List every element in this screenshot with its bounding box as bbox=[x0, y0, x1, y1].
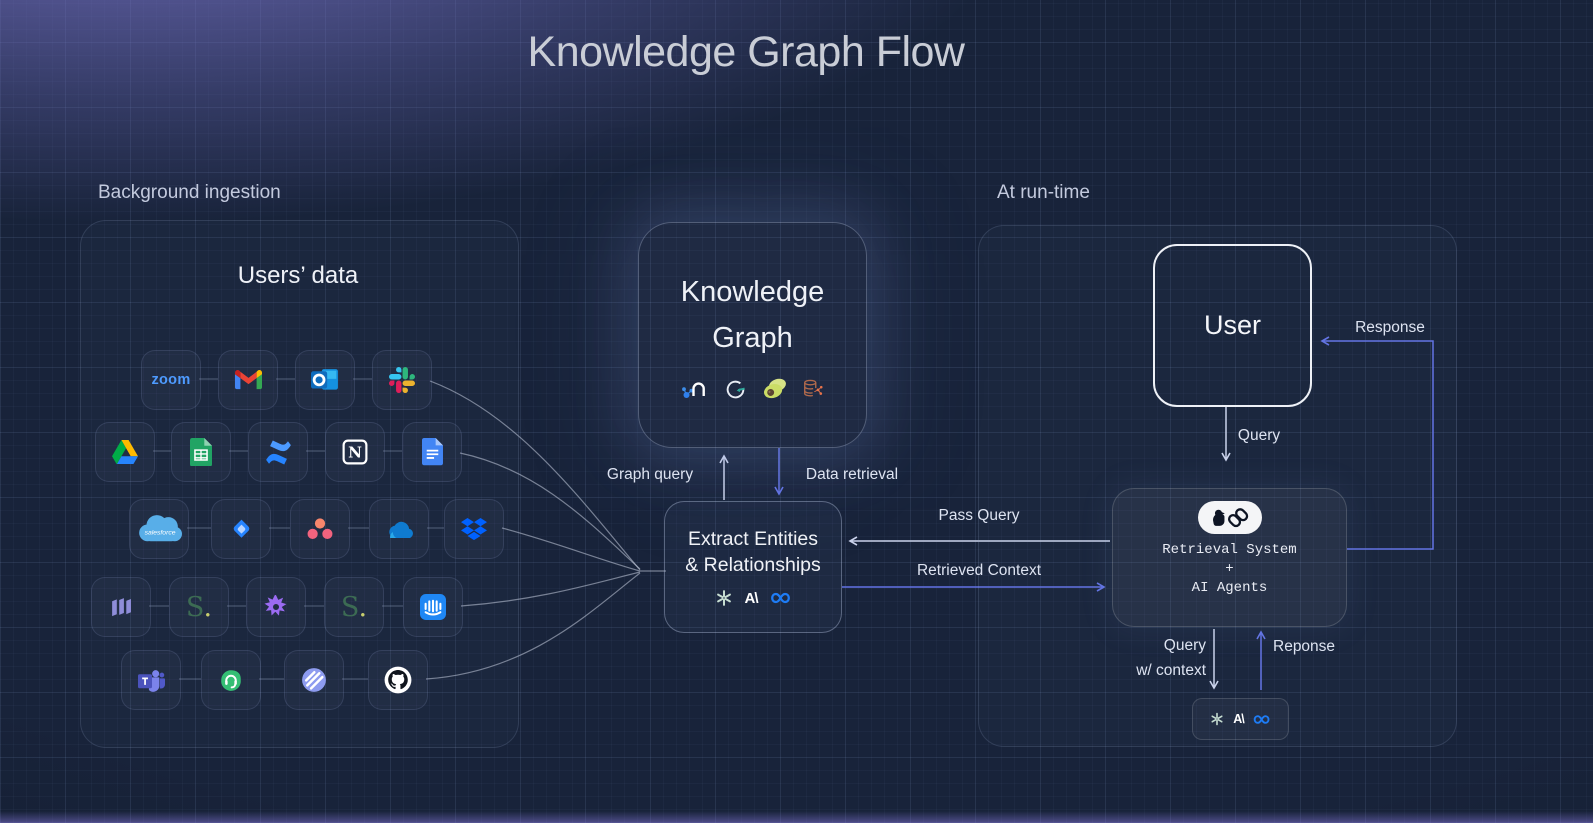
tile-gmail bbox=[218, 350, 278, 410]
ingestion-converge-curves bbox=[425, 380, 666, 680]
extract-model-icons: A\ bbox=[714, 588, 793, 608]
openai-icon bbox=[1211, 712, 1223, 726]
anthropic-icon: A\ bbox=[744, 589, 759, 607]
kg-title-line2: Graph bbox=[712, 322, 793, 354]
meta-icon bbox=[1253, 714, 1270, 724]
dropbox-icon bbox=[461, 517, 487, 540]
outlook-icon bbox=[311, 369, 338, 390]
openai-icon bbox=[716, 590, 731, 606]
starburst-icon bbox=[264, 594, 287, 616]
knowledge-graph-box: Knowledge Graph bbox=[638, 222, 867, 448]
tile-outlook bbox=[295, 350, 355, 410]
llm-models-box: A\ bbox=[1192, 698, 1289, 740]
tile-slack bbox=[372, 350, 432, 410]
kg-title-line1: Knowledge bbox=[680, 276, 825, 308]
tile-intercom bbox=[403, 577, 463, 637]
arangodb-avocado-icon bbox=[764, 379, 786, 399]
asana-icon bbox=[307, 518, 333, 540]
headset-support-icon bbox=[221, 670, 241, 691]
tile-salesforce: salesforce bbox=[129, 499, 189, 559]
tile-google-drive bbox=[95, 422, 155, 482]
query-label: Query bbox=[1237, 427, 1281, 444]
user-label: User bbox=[1203, 310, 1261, 340]
graph-query-label: Graph query bbox=[606, 466, 694, 483]
tile-confluence bbox=[248, 422, 308, 482]
tile-s-serif-app: S. bbox=[169, 577, 229, 637]
slack-icon bbox=[389, 367, 415, 393]
google-drive-icon bbox=[112, 440, 138, 464]
missive-slanted-bars-icon bbox=[111, 597, 131, 616]
tile-microsoft-teams bbox=[121, 650, 181, 710]
section-label-runtime: At run-time bbox=[997, 182, 1090, 203]
retrieved-context-label: Retrieved Context bbox=[916, 562, 1042, 579]
tile-notion: N bbox=[325, 422, 385, 482]
langchain-logo bbox=[1197, 501, 1262, 534]
microsoft-teams-icon bbox=[137, 669, 165, 692]
reponse-label: Reponse bbox=[1273, 638, 1336, 655]
svg-text:N: N bbox=[348, 443, 362, 461]
ingestion-panel bbox=[80, 220, 519, 748]
meta-icon bbox=[770, 592, 790, 604]
pass-query-label: Pass Query bbox=[938, 507, 1020, 524]
graph-database-icon bbox=[804, 379, 823, 397]
extract-entities-box: Extract Entities & Relationships A\ bbox=[664, 501, 842, 633]
intercom-icon bbox=[420, 594, 446, 620]
linear-icon bbox=[302, 668, 326, 692]
zoom-icon: zoom bbox=[151, 372, 191, 388]
s-serif-icon: S. bbox=[340, 591, 368, 623]
data-retrieval-label: Data retrieval bbox=[805, 466, 899, 483]
s-serif-icon: S. bbox=[185, 591, 213, 623]
tile-missive bbox=[91, 577, 151, 637]
tile-google-sheets bbox=[171, 422, 231, 482]
tile-linear bbox=[284, 650, 344, 710]
tile-github bbox=[368, 650, 428, 710]
query-w-context-label: Query w/ context bbox=[1136, 637, 1206, 679]
google-docs-icon bbox=[421, 438, 443, 466]
page-title: Knowledge Graph Flow bbox=[527, 28, 965, 76]
tile-zoom: zoom bbox=[141, 350, 201, 410]
tile-jira bbox=[211, 499, 271, 559]
tile-s-serif-app-2: S. bbox=[324, 577, 384, 637]
confluence-icon bbox=[265, 439, 291, 465]
tile-headset-app bbox=[201, 650, 261, 710]
tile-dropbox bbox=[444, 499, 504, 559]
anthropic-icon: A\ bbox=[1233, 712, 1244, 726]
response-label: Response bbox=[1355, 319, 1425, 336]
user-box: User bbox=[1153, 244, 1312, 407]
notion-icon: N bbox=[342, 439, 368, 465]
retrieval-system-box: Retrieval System + AI Agents bbox=[1112, 488, 1347, 627]
github-icon bbox=[384, 666, 412, 694]
tile-google-docs bbox=[402, 422, 462, 482]
response-arrow bbox=[1320, 336, 1434, 550]
section-label-ingestion: Background ingestion bbox=[98, 182, 281, 203]
graph-store-icons bbox=[681, 377, 824, 401]
runtime-panel bbox=[978, 225, 1457, 747]
tile-starburst-app bbox=[246, 577, 306, 637]
extract-line1: Extract Entities bbox=[687, 528, 819, 550]
graph-db-circular-arrow-icon bbox=[726, 380, 745, 398]
salesforce-icon: salesforce bbox=[139, 515, 182, 542]
extract-line2: & Relationships bbox=[685, 554, 821, 576]
gmail-icon bbox=[234, 369, 262, 389]
svg-text:salesforce: salesforce bbox=[145, 530, 176, 537]
neo4j-icon bbox=[682, 382, 705, 398]
jira-icon bbox=[233, 519, 249, 538]
onedrive-icon bbox=[389, 521, 413, 539]
tile-onedrive bbox=[369, 499, 429, 559]
tile-connectors bbox=[149, 378, 444, 680]
tile-asana bbox=[290, 499, 350, 559]
google-sheets-icon bbox=[190, 437, 212, 467]
retrieval-system-label: Retrieval System + AI Agents bbox=[1162, 542, 1297, 596]
users-data-title: Users’ data bbox=[237, 262, 359, 289]
langchain-parrot-chain-icon bbox=[1212, 508, 1248, 528]
